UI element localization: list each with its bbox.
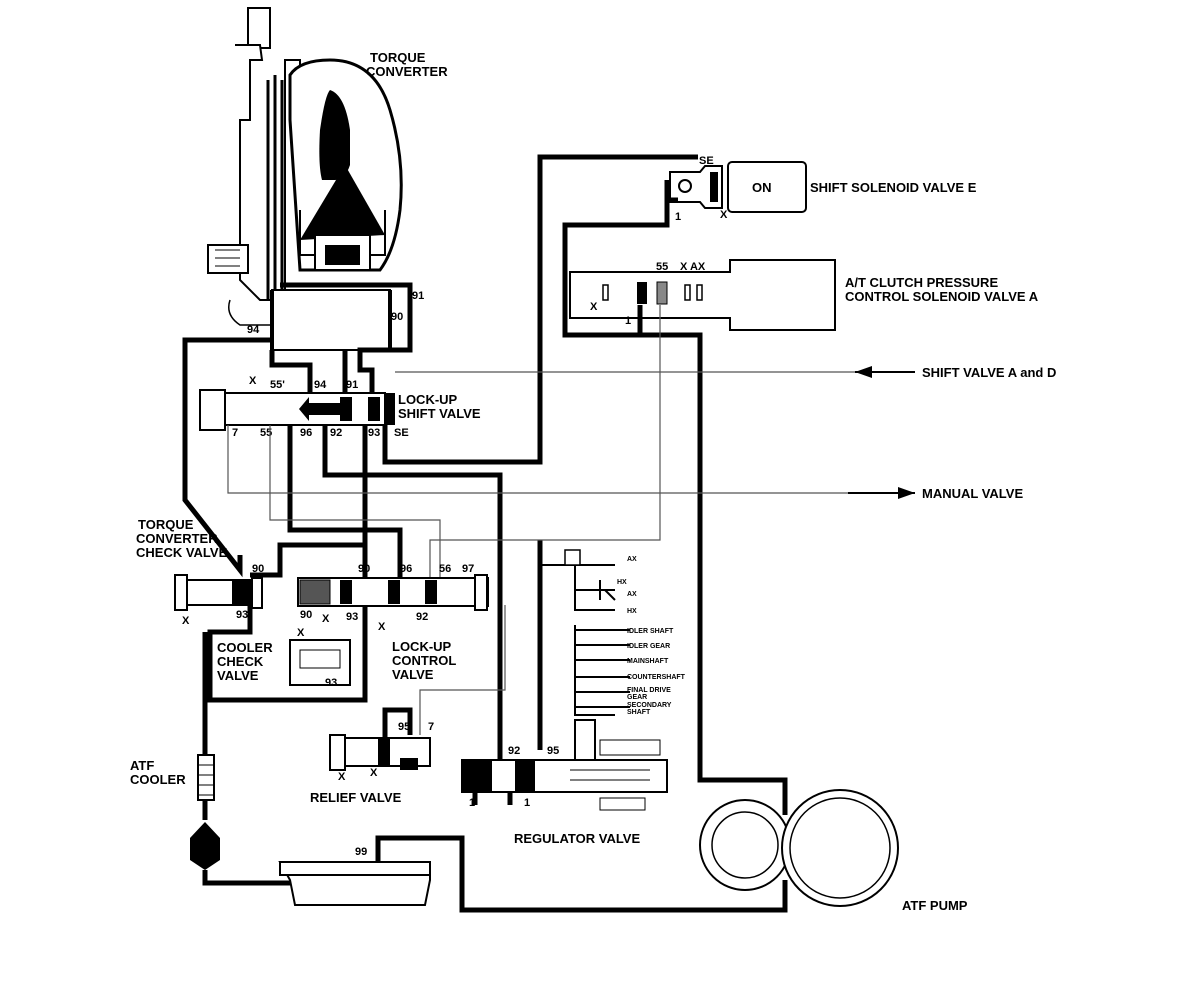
port-92-reg: 92 <box>508 745 520 757</box>
port-96-lc: 96 <box>400 563 412 575</box>
port-x-ls: X <box>249 375 257 387</box>
port-93-lc: 93 <box>346 611 358 623</box>
port-93-ls: 93 <box>368 427 380 439</box>
port-96-ls: 96 <box>300 427 312 439</box>
port-90-tcc: 90 <box>252 563 264 575</box>
port-x-lc: X <box>322 613 330 625</box>
relief-valve-label: RELIEF VALVE <box>310 790 402 805</box>
lube-idler-shaft: IDLER SHAFT <box>627 628 674 635</box>
port-99-cooler: 99 <box>355 846 367 858</box>
port-x2-lc: X <box>378 621 386 633</box>
port-95-rv: 95 <box>398 721 410 733</box>
torque-converter <box>207 7 413 353</box>
lockup-control-valve <box>297 574 489 611</box>
cooler-check-valve <box>289 639 351 686</box>
port-55-ls: 55 <box>260 427 272 439</box>
lube-idler-gear: IDLER GEAR <box>627 643 670 650</box>
shift-valve-ad-label: SHIFT VALVE A and D <box>922 365 1056 380</box>
shift-solenoid-valve-e <box>669 161 807 213</box>
port-95-reg: 95 <box>547 745 559 757</box>
clutch-pressure-solenoid-a <box>569 259 836 331</box>
port-90-tc: 90 <box>391 311 403 323</box>
lube-ax2: AX <box>627 591 637 598</box>
port-xax-sol-a: X AX <box>680 261 706 273</box>
port-1a-reg: 1 <box>469 797 475 809</box>
port-x-sol-e: X <box>720 209 728 221</box>
port-94-ls: 94 <box>314 379 327 391</box>
manual-valve-label: MANUAL VALVE <box>922 486 1023 501</box>
atf-strainer <box>278 861 431 906</box>
atf-pump <box>699 789 899 907</box>
lube-mainshaft: MAINSHAFT <box>627 658 669 665</box>
regulator-valve-label: REGULATOR VALVE <box>514 831 640 846</box>
solenoid-e-state: ON <box>752 180 772 195</box>
lube-hx2: HX <box>627 608 637 615</box>
port-93-ccv: 93 <box>325 677 337 689</box>
port-1-sol-e: 1 <box>675 211 681 223</box>
port-x-tcc: X <box>182 615 190 627</box>
port-55p-ls: 55' <box>270 379 285 391</box>
secondary-oil-lines <box>227 305 855 735</box>
port-x1-rv: X <box>338 771 346 783</box>
regulator-valve <box>461 719 668 811</box>
port-se-ls: SE <box>394 427 409 439</box>
port-97-lc: 97 <box>462 563 474 575</box>
lockup-shift-valve <box>199 389 395 431</box>
port-92-ls: 92 <box>330 427 342 439</box>
port-x-sol-a: X <box>590 301 598 313</box>
atf-pump-label: ATF PUMP <box>902 898 968 913</box>
lube-ax1: AX <box>627 556 637 563</box>
port-90-lc: 90 <box>358 563 370 575</box>
port-56-lc: 56 <box>439 563 451 575</box>
port-1b-reg: 1 <box>524 797 530 809</box>
port-7-ls: 7 <box>232 427 238 439</box>
lube-countershaft: COUNTERSHAFT <box>627 674 686 681</box>
port-x-ccv: X <box>297 627 305 639</box>
port-91-tc: 91 <box>412 290 424 302</box>
port-94-tc: 94 <box>247 324 260 336</box>
port-7-rv: 7 <box>428 721 434 733</box>
port-1-sol-a: 1 <box>625 315 631 327</box>
port-se-top: SE <box>699 155 714 167</box>
port-92-lc: 92 <box>416 611 428 623</box>
lube-orifice <box>564 549 581 566</box>
lube-hx: HX <box>617 579 627 586</box>
port-x2-rv: X <box>370 767 378 779</box>
port-55-sol-a: 55 <box>656 261 668 273</box>
tc-check-valve <box>174 574 263 611</box>
relief-valve <box>329 734 431 771</box>
port-91-ls: 91 <box>346 379 358 391</box>
shift-solenoid-e-label: SHIFT SOLENOID VALVE E <box>810 180 977 195</box>
port-90b-lc: 90 <box>300 609 312 621</box>
main-oil-lines <box>182 154 788 913</box>
atf-cooler <box>190 754 220 870</box>
shift-valve-ad-arrow <box>855 366 915 378</box>
manual-valve-arrow <box>848 487 915 499</box>
port-93-tcc: 93 <box>236 609 248 621</box>
